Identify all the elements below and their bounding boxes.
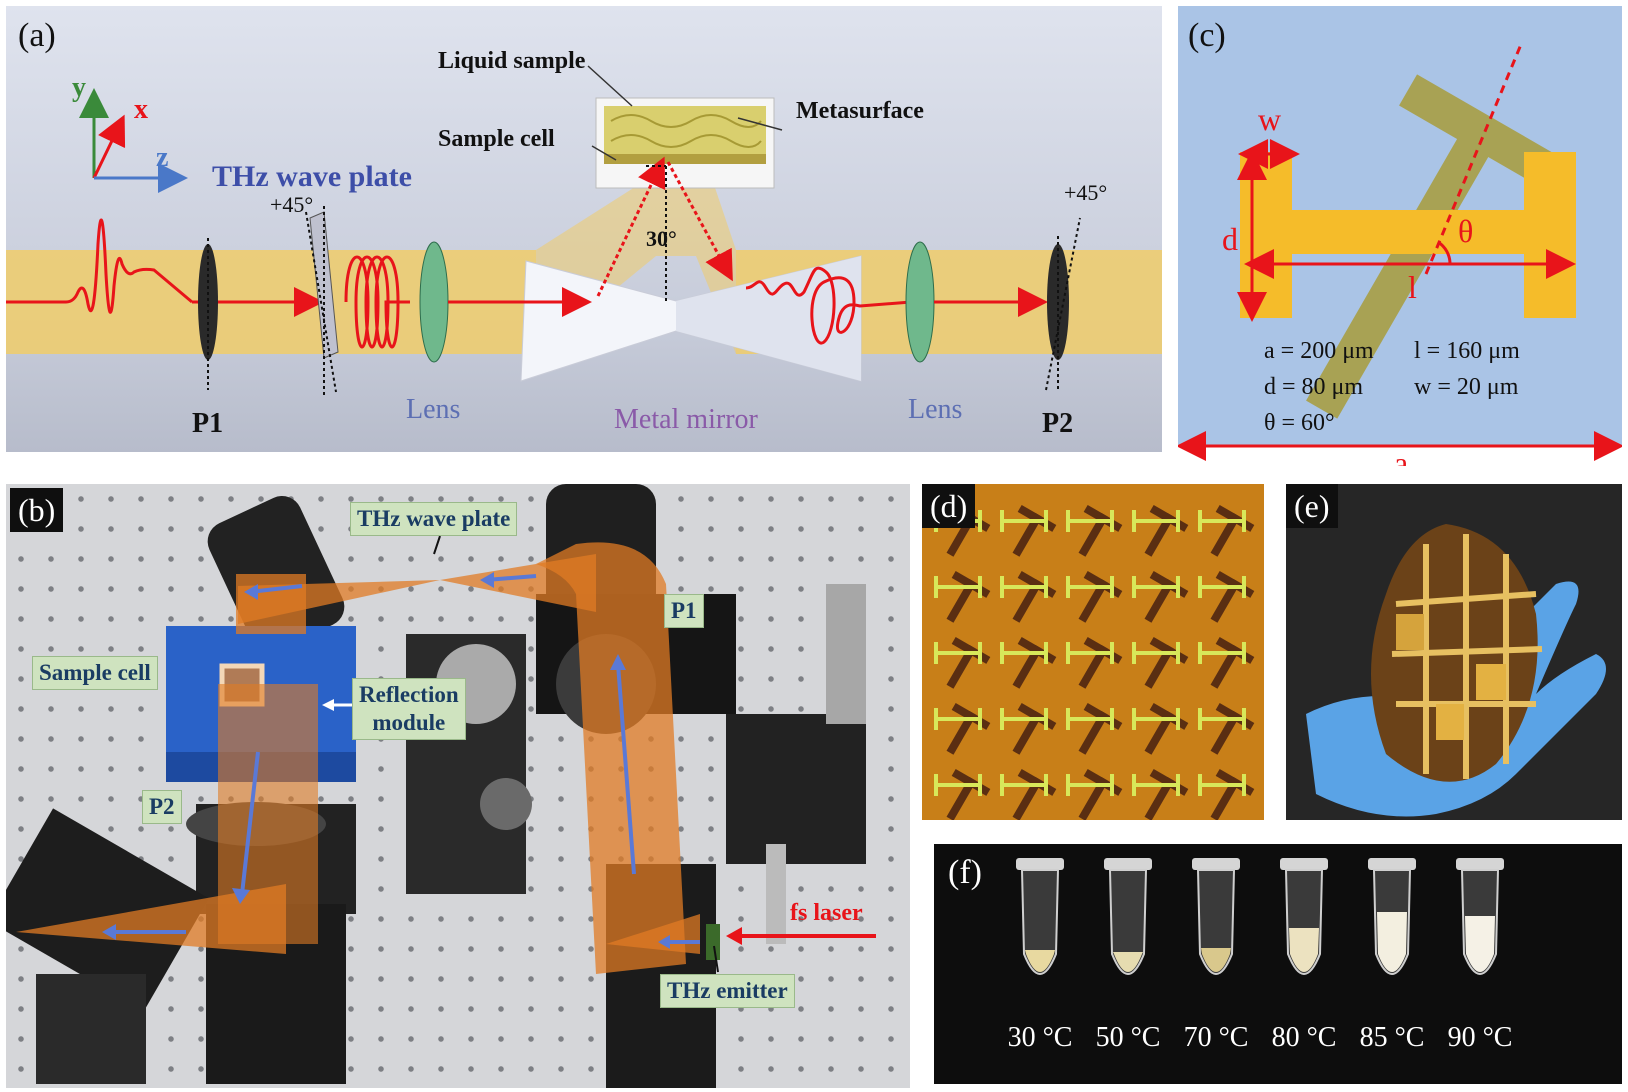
- angle-left-label: +45°: [270, 192, 313, 217]
- temperature-label: 30 °C: [1007, 1022, 1073, 1053]
- p1-box: P1: [664, 594, 704, 628]
- polarizer-p1: [198, 244, 218, 360]
- param-w: w = 20 μm: [1414, 374, 1519, 400]
- lens-right: [905, 241, 935, 363]
- panel-a-label: (a): [18, 17, 56, 54]
- lens-right-label: Lens: [908, 394, 962, 425]
- theta-label: θ: [1458, 213, 1473, 249]
- metasurface-micrograph: [934, 504, 1255, 820]
- circular-polarization-helix: [344, 255, 410, 349]
- sample-tube: [1280, 858, 1328, 975]
- param-l: l = 160 μm: [1414, 338, 1520, 364]
- sample-cell-box: Sample cell: [32, 656, 158, 690]
- p2-box: P2: [142, 790, 182, 824]
- p1-label: P1: [192, 408, 223, 439]
- metasurface-layer: [604, 154, 766, 164]
- y-axis-label: y: [72, 72, 86, 103]
- angle-right-label: +45°: [1064, 180, 1107, 205]
- w-label: w: [1258, 101, 1281, 137]
- l-label: l: [1408, 269, 1417, 305]
- temperature-label: 50 °C: [1095, 1022, 1161, 1053]
- thz-pulse: [6, 218, 193, 314]
- wave-plate-label: THz wave plate: [212, 160, 412, 193]
- panel-e: (e): [1286, 484, 1622, 820]
- panel-f: (f) 30 °C 50 °C 70 °C 80 °C 85 °C 90 °C: [934, 844, 1622, 1084]
- metasurface-label: Metasurface: [796, 98, 924, 124]
- sample-cell-label: Sample cell: [438, 126, 555, 152]
- sample-tube: [1368, 858, 1416, 975]
- panel-b: (b) THz wave plate P1 Sample cell Reflec…: [6, 484, 910, 1088]
- lens-left: [419, 241, 449, 363]
- panel-d: (d): [922, 484, 1264, 820]
- panel-c-label: (c): [1188, 17, 1226, 54]
- sample-tube: [1104, 858, 1152, 975]
- x-axis-arrow: [92, 114, 126, 179]
- reflection-line2: module: [372, 710, 446, 735]
- z-axis-label: z: [156, 142, 168, 173]
- optical-table-photo: [6, 484, 876, 1088]
- fs-laser-label: fs laser: [790, 900, 863, 926]
- beam-vertical: [536, 542, 686, 974]
- param-a: a = 200 μm: [1264, 338, 1374, 364]
- panel-d-label: (d): [922, 484, 976, 528]
- liquid-sample-label: Liquid sample: [438, 48, 586, 74]
- sample-tube: [1192, 858, 1240, 975]
- p2-label: P2: [1042, 408, 1073, 439]
- incidence-angle-label: 30°: [646, 226, 677, 251]
- elliptical-polarization-helix: [745, 266, 912, 345]
- sample-tubes-photo: [1016, 858, 1504, 975]
- x-axis-label: x: [134, 94, 148, 125]
- wave-plate-box: THz wave plate: [350, 502, 518, 536]
- panel-c: w d l θ a a = 200 μm l = 160 μm d = 80 μ…: [1178, 6, 1622, 466]
- thz-emitter-device: [706, 924, 720, 960]
- panel-e-label: (e): [1286, 484, 1338, 528]
- d-label: d: [1222, 221, 1238, 257]
- reflection-module-box: Reflection module: [352, 678, 466, 740]
- param-theta: θ = 60°: [1264, 410, 1335, 436]
- temperature-label: 80 °C: [1271, 1022, 1337, 1053]
- panel-f-label: (f): [948, 854, 982, 891]
- reflection-line1: Reflection: [359, 682, 459, 707]
- a-label: a: [1394, 445, 1408, 466]
- sample-tube: [1456, 858, 1504, 975]
- temperature-label: 90 °C: [1447, 1022, 1513, 1053]
- setup-schematic: y x z THz wave plate +45° +45° Liquid sa…: [6, 17, 1162, 439]
- temperature-label: 85 °C: [1359, 1022, 1425, 1053]
- beam-exit: [16, 884, 286, 954]
- unit-cell-diagram: w d l θ a a = 200 μm l = 160 μm d = 80 μ…: [1178, 6, 1622, 466]
- param-d: d = 80 μm: [1264, 374, 1363, 400]
- lens-left-label: Lens: [406, 394, 460, 425]
- sample-tube: [1016, 858, 1064, 975]
- thz-emitter-box: THz emitter: [660, 974, 795, 1008]
- metal-mirror-label: Metal mirror: [614, 404, 759, 435]
- panel-a: y x z THz wave plate +45° +45° Liquid sa…: [6, 6, 1162, 452]
- panel-b-label: (b): [10, 488, 64, 532]
- flexible-sample-photo: [1306, 524, 1606, 817]
- temperature-label: 70 °C: [1183, 1022, 1249, 1053]
